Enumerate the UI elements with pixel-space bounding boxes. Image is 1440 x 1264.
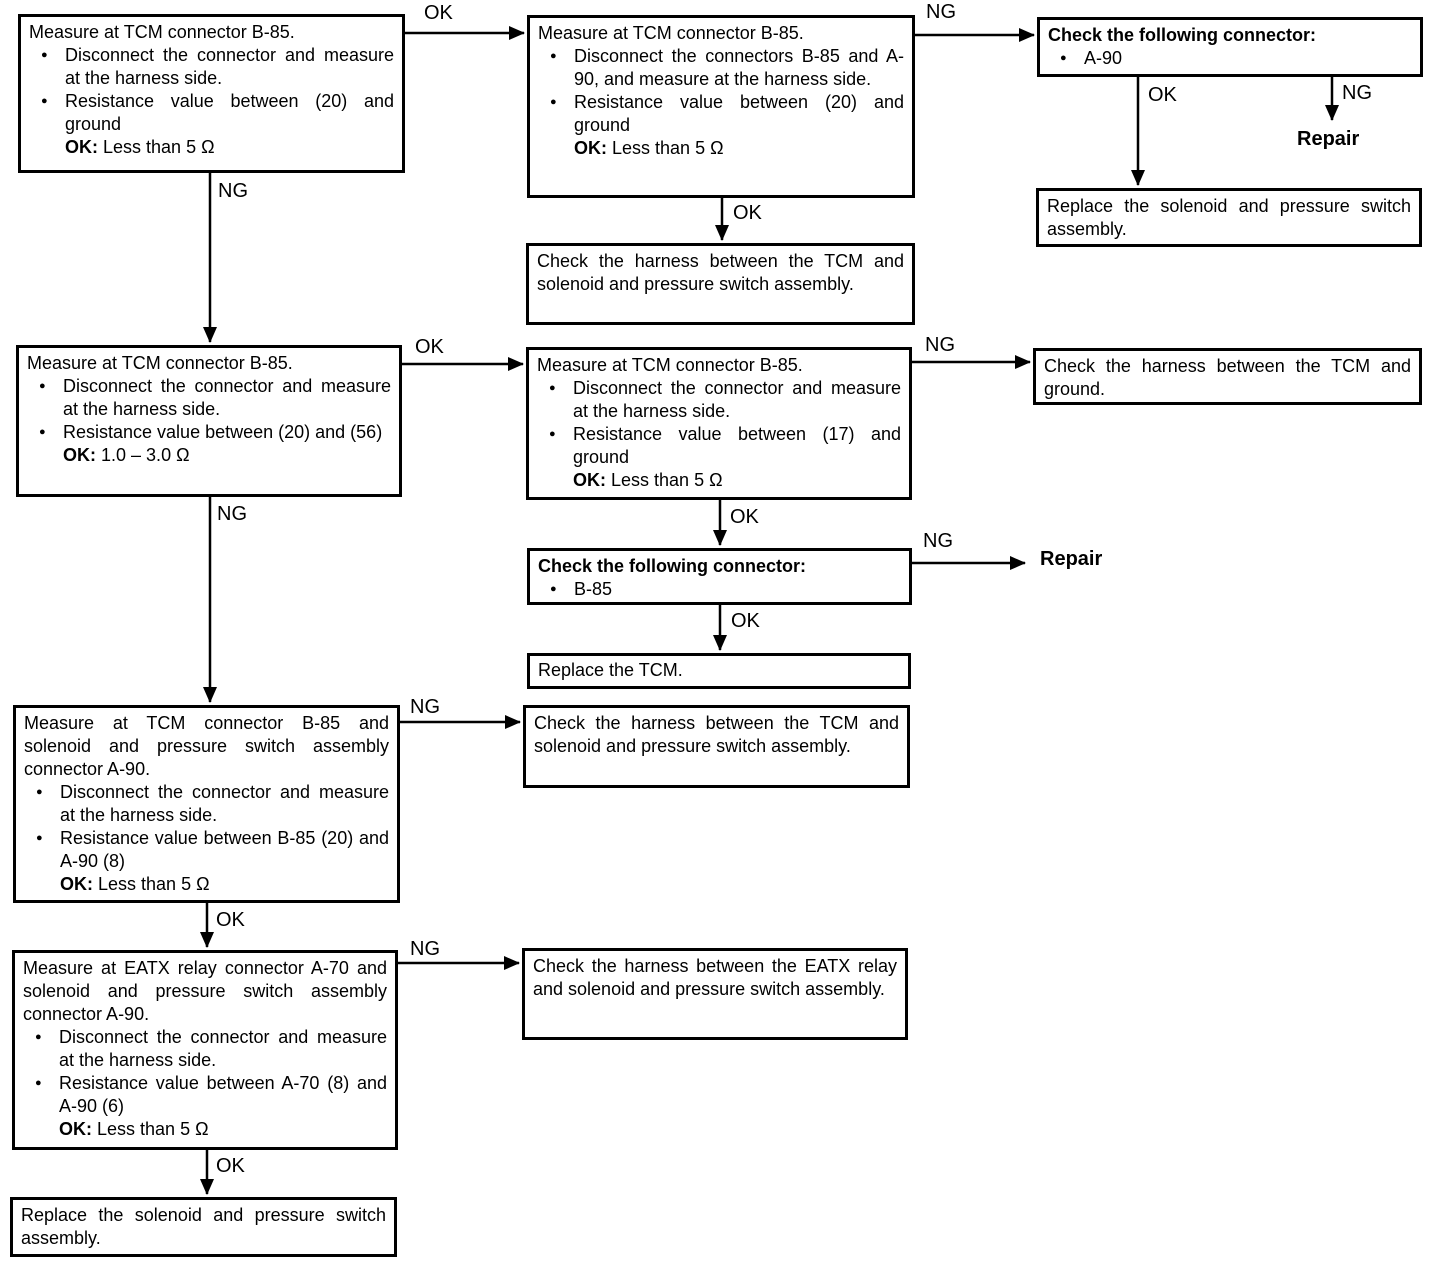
ng-label: NG	[410, 696, 440, 718]
ng-label: NG	[217, 503, 247, 525]
ok-criteria: OK: Less than 5 Ω	[65, 137, 215, 157]
step-title: Measure at TCM connector B-85 and soleno…	[24, 713, 389, 779]
bullet-icon: ●	[549, 428, 556, 440]
ok-label: OK	[730, 506, 759, 528]
repair-text: Repair	[1297, 128, 1360, 150]
step-box-measure-b85-a90-pins: Measure at TCM connector B-85 and soleno…	[13, 705, 400, 903]
step-bullet: Disconnect the connector and measure at …	[60, 782, 389, 825]
step-box-measure-b85-ground: Measure at TCM connector B-85. ● Disconn…	[18, 14, 405, 173]
ok-criteria: OK: Less than 5 Ω	[574, 138, 724, 158]
ok-label: OK	[216, 909, 245, 931]
step-title: Measure at TCM connector B-85.	[29, 22, 295, 42]
bullet-icon: ●	[550, 583, 557, 595]
step-bullet: Disconnect the connectors B-85 and A-90,…	[574, 46, 904, 89]
bullet-icon: ●	[41, 49, 48, 61]
bullet-icon: ●	[549, 382, 556, 394]
check-heading: Check the following connector:	[538, 556, 807, 576]
step-title: Measure at EATX relay connector A-70 and…	[23, 958, 387, 1024]
bullet-icon: ●	[1060, 52, 1067, 64]
bullet-icon: ●	[35, 1031, 42, 1043]
check-connector-a90-box: Check the following connector: ● A-90	[1037, 17, 1423, 77]
ng-label: NG	[925, 334, 955, 356]
ok-label: OK	[733, 202, 762, 224]
ok-criteria: OK: 1.0 – 3.0 Ω	[63, 445, 190, 465]
step-box-measure-b85-17-ground: Measure at TCM connector B-85. ● Disconn…	[526, 347, 912, 500]
bullet-icon: ●	[35, 1077, 42, 1089]
connector-name: A-90	[1084, 48, 1123, 68]
step-bullet: Resistance value between (17) and ground…	[573, 424, 901, 490]
step-bullet: Disconnect the connector and measure at …	[65, 45, 394, 88]
ok-label: OK	[216, 1155, 245, 1177]
check-heading: Check the following connector:	[1048, 25, 1317, 45]
bullet-icon: ●	[41, 95, 48, 107]
ok-criteria: OK: Less than 5 Ω	[59, 1119, 209, 1139]
ok-label: OK	[1148, 84, 1177, 106]
ng-label: NG	[926, 1, 956, 23]
connector-name: B-85	[574, 579, 613, 599]
step-bullet: Resistance value between (20) and ground…	[65, 91, 394, 157]
bullet-icon: ●	[550, 50, 557, 62]
bullet-icon: ●	[39, 426, 46, 438]
bullet-icon: ●	[39, 380, 46, 392]
check-harness-tcm-ground-box: Check the harness between the TCM and gr…	[1033, 348, 1422, 405]
step-box-measure-b85-a90-ground: Measure at TCM connector B-85. ● Disconn…	[527, 15, 915, 198]
ok-label: OK	[415, 336, 444, 358]
check-harness-tcm-solenoid-box-1: Check the harness between the TCM and so…	[526, 243, 915, 325]
repair-text: Repair	[1040, 548, 1103, 570]
check-harness-eatx-solenoid-box: Check the harness between the EATX relay…	[522, 948, 908, 1040]
step-title: Measure at TCM connector B-85.	[537, 355, 803, 375]
step-bullet: Disconnect the connector and measure at …	[59, 1027, 387, 1070]
replace-solenoid-box-top: Replace the solenoid and pressure switch…	[1036, 188, 1422, 247]
ng-label: NG	[1342, 82, 1372, 104]
bullet-icon: ●	[36, 832, 43, 844]
step-bullet: Disconnect the connector and measure at …	[573, 378, 901, 421]
replace-tcm-box: Replace the TCM.	[527, 653, 911, 689]
ng-label: NG	[218, 180, 248, 202]
check-harness-tcm-solenoid-box-2: Check the harness between the TCM and so…	[523, 705, 910, 788]
check-connector-b85-box: Check the following connector: ● B-85	[527, 548, 912, 605]
step-bullet: Disconnect the connector and measure at …	[63, 376, 391, 419]
ok-criteria: OK: Less than 5 Ω	[60, 874, 210, 894]
step-box-measure-b85-20-56: Measure at TCM connector B-85. ● Disconn…	[16, 345, 402, 497]
step-bullet: Resistance value between A-70 (8) and A-…	[59, 1073, 387, 1139]
ok-label: OK	[424, 2, 453, 24]
replace-solenoid-box-bottom: Replace the solenoid and pressure switch…	[10, 1197, 397, 1257]
bullet-icon: ●	[36, 786, 43, 798]
ng-label: NG	[410, 938, 440, 960]
step-title: Measure at TCM connector B-85.	[538, 23, 804, 43]
step-bullet: Resistance value between (20) and (56) O…	[63, 421, 391, 467]
bullet-icon: ●	[550, 96, 557, 108]
step-bullet: Resistance value between B-85 (20) and A…	[60, 828, 389, 894]
ng-label: NG	[923, 530, 953, 552]
step-bullet: Resistance value between (20) and ground…	[574, 92, 904, 158]
step-box-measure-eatx-a70-a90: Measure at EATX relay connector A-70 and…	[12, 950, 398, 1150]
step-title: Measure at TCM connector B-85.	[27, 353, 293, 373]
ok-criteria: OK: Less than 5 Ω	[573, 470, 723, 490]
ok-label: OK	[731, 610, 760, 632]
